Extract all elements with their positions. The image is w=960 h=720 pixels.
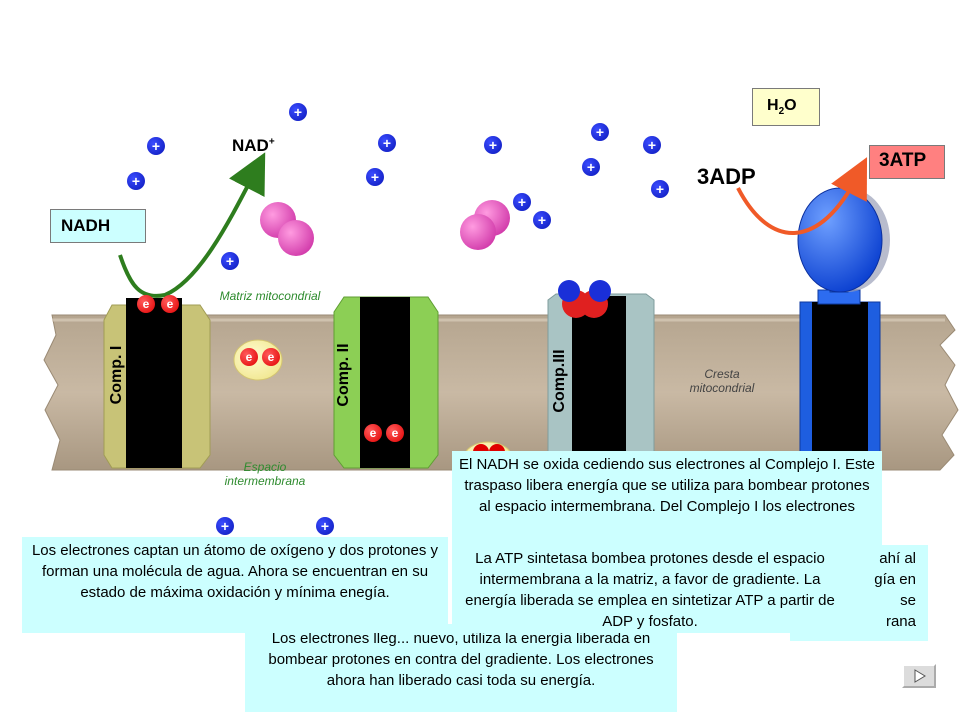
atp-label: 3ATP xyxy=(879,150,927,171)
proton-icon: + xyxy=(513,193,531,211)
h2o-label: H2O xyxy=(767,97,797,118)
adp-label: 3ADP xyxy=(697,164,756,189)
electron-icon: e xyxy=(161,295,179,313)
electron-icon: e xyxy=(240,348,258,366)
proton-icon: + xyxy=(316,517,334,535)
proton-icon: + xyxy=(484,136,502,154)
proton-icon: + xyxy=(582,158,600,176)
h2o-label-box: H2O xyxy=(752,88,820,126)
nadh-label-box: NADH xyxy=(50,209,146,243)
oxygen-cluster xyxy=(558,280,611,318)
complex-1 xyxy=(103,298,211,469)
nad-plus-label: NAD+ xyxy=(232,136,275,155)
matrix-label: Matriz mitocondrial xyxy=(219,289,321,303)
complex-1-label: Comp. I xyxy=(108,345,125,405)
complex-3-label: Comp.III xyxy=(551,349,568,413)
nadh-label: NADH xyxy=(61,216,111,235)
info-popup-nadh: El NADH se oxida cediendo sus electrones… xyxy=(452,451,882,545)
pink-molecule-1 xyxy=(260,202,314,256)
electron-icon: e xyxy=(137,295,155,313)
atp-synthase xyxy=(797,187,890,469)
proton-icon: + xyxy=(591,123,609,141)
proton-icon: + xyxy=(127,172,145,190)
proton-icon: + xyxy=(366,168,384,186)
electron-icon: e xyxy=(364,424,382,442)
pink-molecule-2 xyxy=(460,200,510,250)
electron-icon: e xyxy=(386,424,404,442)
atp-synthesis-arrow xyxy=(736,157,868,235)
info-popup-oxygen: Los electrones captan un átomo de oxígen… xyxy=(22,537,448,633)
info-popup-complex3: Los electrones lleg... nuevo, utiliza la… xyxy=(245,624,677,712)
electron-icon: e xyxy=(262,348,280,366)
nadh-oxidation-arrow xyxy=(118,152,266,298)
proton-icon: + xyxy=(378,134,396,152)
info-popup-atp-synthase: La ATP sintetasa bombea protones desde e… xyxy=(452,545,848,633)
proton-icon: + xyxy=(643,136,661,154)
complex-2-label: Comp. II xyxy=(335,343,352,407)
play-arrow-icon xyxy=(914,669,926,683)
atp-label-box: 3ATP xyxy=(869,145,945,179)
proton-icon: + xyxy=(289,103,307,121)
proton-icon: + xyxy=(216,517,234,535)
proton-icon: + xyxy=(221,252,239,270)
proton-icon: + xyxy=(147,137,165,155)
proton-icon: + xyxy=(651,180,669,198)
next-slide-button[interactable] xyxy=(902,664,936,688)
proton-icon: + xyxy=(533,211,551,229)
